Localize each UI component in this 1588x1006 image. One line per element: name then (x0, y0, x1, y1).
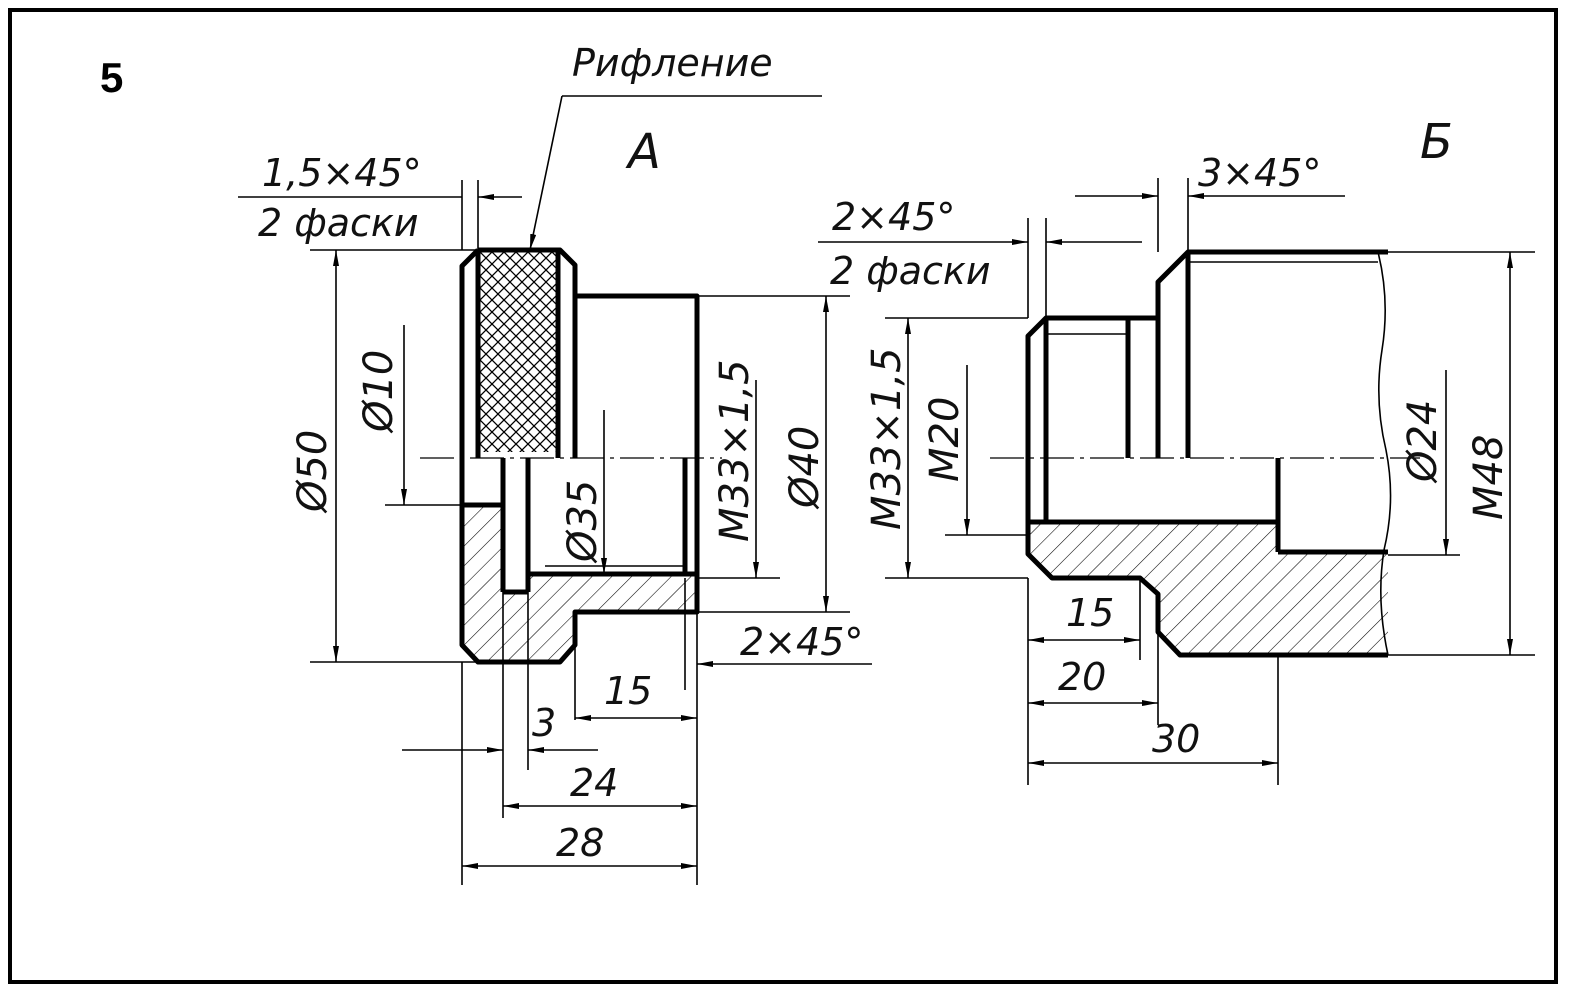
dim-a-d50: Ø50 (290, 430, 336, 514)
sheet-frame (8, 8, 1558, 984)
dim-a-l28: 28 (556, 821, 604, 865)
dim-b-l30: 30 (1152, 717, 1200, 761)
knurl-callout: Рифление (529, 41, 822, 251)
part-a-section-hatch (462, 505, 697, 662)
chamfer-b-left-size: 2×45° (832, 195, 955, 239)
part-b-section-hatch (1028, 522, 1388, 655)
dim-a-d10: Ø10 (356, 350, 402, 434)
part-a-letter: А (625, 124, 661, 180)
figure-number: 5 (100, 54, 123, 101)
part-a-knurl-zone (478, 252, 558, 452)
part-a: А (238, 124, 872, 885)
dim-b-l15: 15 (1066, 591, 1114, 635)
dim-b-l20: 20 (1058, 655, 1106, 699)
dim-a-d35: Ø35 (560, 480, 606, 564)
dim-b-d24: Ø24 (1400, 400, 1446, 484)
dim-b-m48: M48 (1466, 435, 1512, 520)
dim-b-thread33: M33×1,5 (864, 347, 910, 530)
dim-a-d40: Ø40 (782, 426, 828, 510)
chamfer-b-top: 3×45° (1198, 151, 1321, 195)
part-b-break-line (1377, 251, 1392, 656)
part-b: Б (818, 114, 1535, 785)
dim-a-l24: 24 (570, 761, 618, 805)
chamfer-a-bottom: 2×45° (740, 620, 863, 664)
dim-a-l15: 15 (604, 669, 652, 713)
dim-b-m20: M20 (922, 397, 968, 482)
dim-a-thread: M33×1,5 (712, 359, 758, 542)
dim-a-l3: 3 (532, 701, 556, 745)
chamfer-b-left-count: 2 фаски (830, 249, 991, 293)
chamfer-a-top-count: 2 фаски (258, 201, 419, 245)
chamfer-a-top-size: 1,5×45° (262, 151, 422, 195)
part-b-letter: Б (1420, 114, 1453, 170)
knurl-note: Рифление (572, 41, 773, 85)
